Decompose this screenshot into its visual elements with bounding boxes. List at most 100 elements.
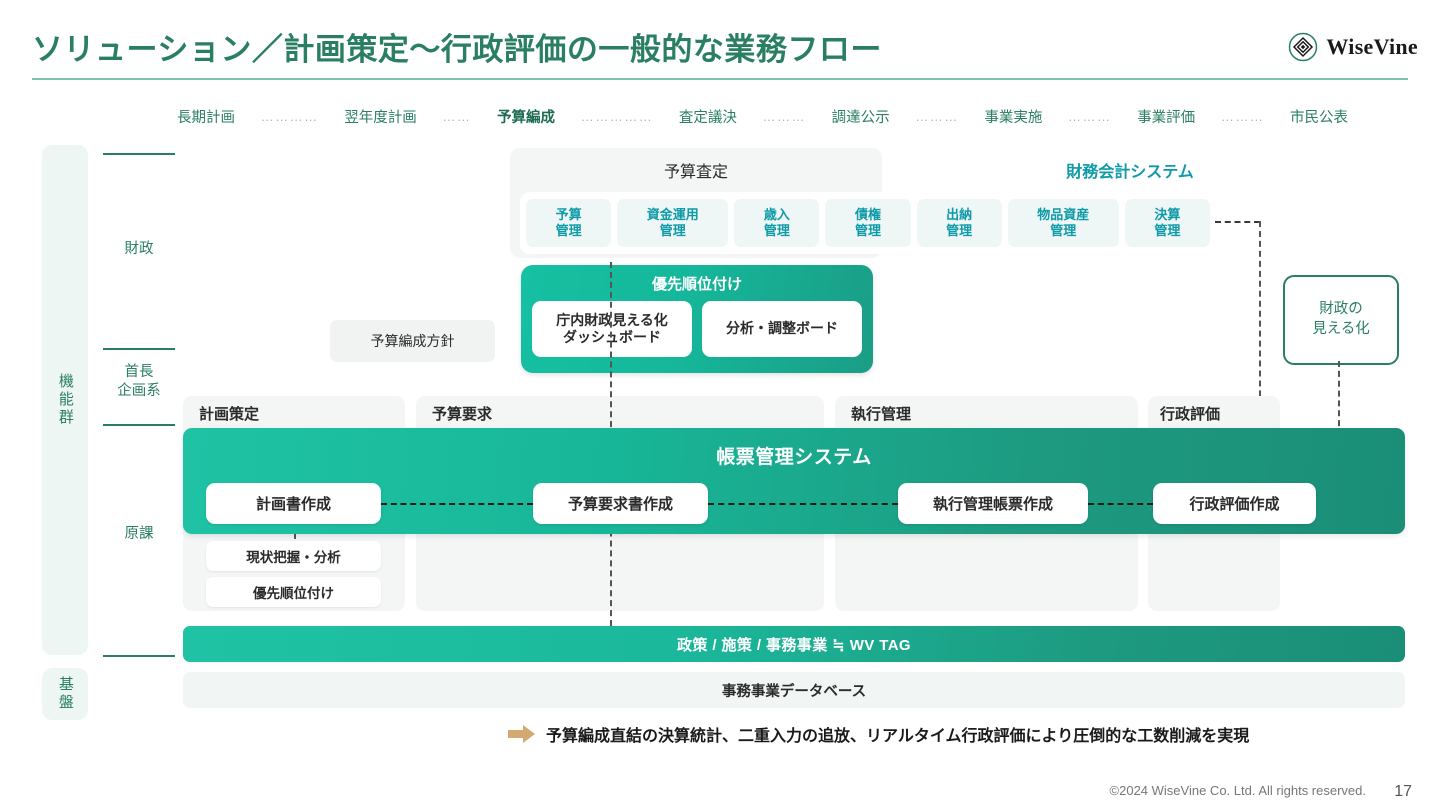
row-divider-bottom xyxy=(103,655,175,657)
module-line2: 管理 xyxy=(946,223,973,238)
row-divider-mid2 xyxy=(103,424,175,426)
timeline-item-0: 長期計画 xyxy=(177,110,235,126)
budget-assessment-label: 予算査定 xyxy=(663,164,728,181)
financial-modules-container: 予算 管理 資金運用 管理 歳入 管理 債権 管理 出納 管理 物品資産 管理 … xyxy=(520,192,1216,254)
row-label-shucho: 首長 企画系 xyxy=(84,363,194,401)
subbox-current-analysis-label: 現状把握・分析 xyxy=(246,550,341,565)
pill-plan-creation-label: 計画書作成 xyxy=(255,496,331,513)
connector-visualization-down xyxy=(1338,361,1340,436)
timeline-separator-3: ……… xyxy=(762,109,806,124)
rail-foundation-label: 基盤 xyxy=(56,676,74,712)
financial-accounting-system-label: 財務会計システム xyxy=(1066,164,1194,181)
module-line1: 債権 xyxy=(854,206,881,222)
right-arrow-icon xyxy=(508,725,535,743)
subbox-prioritization[interactable]: 優先順位付け xyxy=(206,577,381,607)
module-line1: 歳入 xyxy=(763,206,790,222)
pill-plan-creation[interactable]: 計画書作成 xyxy=(206,483,381,524)
timeline-item-5: 事業実施 xyxy=(984,110,1043,126)
module-card[interactable]: 物品資産 管理 xyxy=(1007,199,1119,247)
module-card[interactable]: 資金運用 管理 xyxy=(617,199,729,247)
module-line2: 管理 xyxy=(1154,223,1181,238)
rail-function-group-label: 機能群 xyxy=(56,373,74,427)
database-band: 事務事業データベース xyxy=(183,672,1405,708)
rail-foundation: 基盤 xyxy=(42,668,88,720)
subbox-current-analysis[interactable]: 現状把握・分析 xyxy=(206,541,381,571)
module-line2: 管理 xyxy=(763,223,790,238)
connector-kessan-vertical xyxy=(1259,221,1261,516)
module-line1: 予算 xyxy=(555,206,582,222)
document-management-title: 帳票管理システム xyxy=(716,447,872,468)
budget-policy-box[interactable]: 予算編成方針 xyxy=(330,320,495,362)
page-number: 17 xyxy=(1394,783,1412,800)
timeline-item-7: 市民公表 xyxy=(1289,110,1348,126)
budget-policy-label: 予算編成方針 xyxy=(370,333,455,349)
pill-connector-1 xyxy=(381,503,533,505)
rail-function-group: 機能群 xyxy=(42,145,88,655)
row-label-zaisei: 財政 xyxy=(124,241,154,257)
pill-admin-evaluation[interactable]: 行政評価作成 xyxy=(1153,483,1316,524)
module-line1: 物品資産 xyxy=(1037,206,1090,222)
pill-admin-evaluation-label: 行政評価作成 xyxy=(1189,496,1280,513)
module-line1: 出納 xyxy=(946,206,973,222)
stage-header-evaluation: 行政評価 xyxy=(1160,406,1221,423)
timeline-separator-2: …………… xyxy=(580,109,654,124)
stage-header-execution: 執行管理 xyxy=(851,406,912,423)
module-card[interactable]: 予算 管理 xyxy=(526,199,612,247)
subbox-prioritization-label: 優先順位付け xyxy=(253,586,334,601)
timeline-separator-1: …… xyxy=(442,109,472,124)
row-label-shucho-line1: 首長 xyxy=(124,364,154,380)
logo-wordmark: WiseVine xyxy=(1326,34,1418,59)
row-label-genka: 原課 xyxy=(124,526,154,542)
priority-ranking-cards: 庁内財政見える化 ダッシュボード 分析・調整ボード xyxy=(532,301,862,357)
module-line2: 管理 xyxy=(854,223,881,238)
wisevine-diamond-icon xyxy=(1289,32,1318,62)
timeline-item-6: 事業評価 xyxy=(1137,110,1196,126)
module-line2: 管理 xyxy=(555,223,582,238)
title-divider xyxy=(32,78,1408,80)
priority-card-analysis-label: 分析・調整ボード xyxy=(726,320,838,337)
pill-execution-document-label: 執行管理帳票作成 xyxy=(932,496,1053,513)
module-line1: 決算 xyxy=(1154,206,1181,222)
summary-caption: 予算編成直結の決算統計、二重入力の追放、リアルタイム行政評価により圧倒的な工数削… xyxy=(508,722,1249,746)
process-timeline: 長期計画 ………… 翌年度計画 …… 予算編成 …………… 査定議決 ……… 調… xyxy=(175,106,1350,127)
module-card[interactable]: 出納 管理 xyxy=(916,199,1002,247)
timeline-item-1: 翌年度計画 xyxy=(344,110,417,126)
timeline-separator-6: ……… xyxy=(1220,109,1265,124)
page-title: ソリューション／計画策定〜行政評価の一般的な業務フロー xyxy=(32,32,882,67)
module-card[interactable]: 歳入 管理 xyxy=(734,199,820,247)
timeline-separator-4: ……… xyxy=(915,109,959,124)
module-card[interactable]: 決算 管理 xyxy=(1124,199,1210,247)
timeline-item-3: 査定議決 xyxy=(678,110,737,126)
row-divider-mid1 xyxy=(103,348,175,350)
finance-visualization-line1: 財政の xyxy=(1319,301,1363,318)
timeline-item-2: 予算編成 xyxy=(497,110,556,126)
pill-connector-3 xyxy=(1088,503,1153,505)
row-divider-top xyxy=(103,153,175,155)
brand-logo: WiseVine xyxy=(1288,32,1418,62)
priority-card-dashboard-line1: 庁内財政見える化 xyxy=(556,311,668,328)
row-label-shucho-line2: 企画系 xyxy=(117,382,161,399)
summary-caption-text: 予算編成直結の決算統計、二重入力の追放、リアルタイム行政評価により圧倒的な工数削… xyxy=(546,728,1250,745)
priority-ranking-card: 優先順位付け 庁内財政見える化 ダッシュボード 分析・調整ボード xyxy=(521,265,873,373)
timeline-item-4: 調達公示 xyxy=(831,110,890,126)
finance-visualization-box[interactable]: 財政の 見える化 xyxy=(1283,275,1399,365)
timeline-separator-5: ……… xyxy=(1068,109,1112,124)
module-line2: 管理 xyxy=(659,223,686,238)
priority-card-analysis[interactable]: 分析・調整ボード xyxy=(702,301,862,357)
module-line1: 資金運用 xyxy=(646,206,699,222)
database-band-label: 事務事業データベース xyxy=(721,683,867,700)
priority-ranking-title: 優先順位付け xyxy=(651,276,742,293)
stage-header-request: 予算要求 xyxy=(432,406,493,423)
pill-budget-request-label: 予算要求書作成 xyxy=(567,496,673,513)
footer-copyright: ©2024 WiseVine Co. Ltd. All rights reser… xyxy=(1109,783,1366,798)
timeline-separator-0: ………… xyxy=(260,109,319,124)
module-line2: 管理 xyxy=(1050,223,1077,238)
pill-execution-document[interactable]: 執行管理帳票作成 xyxy=(898,483,1088,524)
priority-card-dashboard-line2: ダッシュボード xyxy=(563,329,661,345)
module-card[interactable]: 債権 管理 xyxy=(825,199,911,247)
wv-tag-band-label: 政策 / 施策 / 事務事業 ≒ WV TAG xyxy=(677,636,911,654)
pill-budget-request[interactable]: 予算要求書作成 xyxy=(533,483,708,524)
stage-header-planning: 計画策定 xyxy=(199,406,260,423)
priority-card-dashboard[interactable]: 庁内財政見える化 ダッシュボード xyxy=(532,301,692,357)
